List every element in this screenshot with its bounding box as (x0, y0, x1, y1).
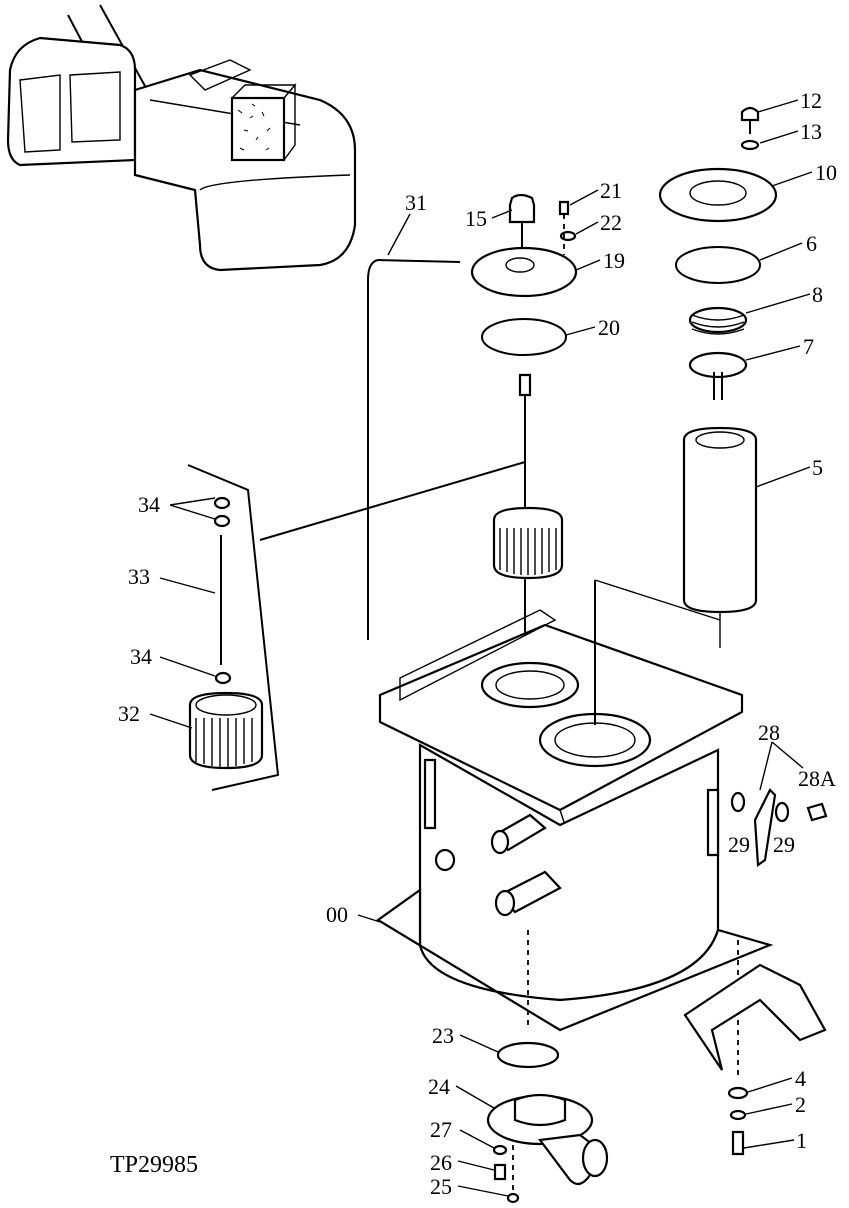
callout-20: 20 (598, 315, 620, 340)
callout-34-top: 34 (138, 492, 160, 517)
breather-and-strainer-assembly (367, 193, 578, 690)
callout-21: 21 (600, 178, 622, 203)
callout-13: 13 (800, 119, 822, 144)
callout-19: 19 (603, 248, 625, 273)
callout-labels: 12 13 10 6 8 7 5 31 21 15 22 19 20 34 33… (118, 88, 837, 1199)
callout-10: 10 (815, 160, 837, 185)
callout-5: 5 (812, 455, 823, 480)
callout-27: 27 (430, 1117, 452, 1142)
excavator-overview-illustration (6, 4, 357, 272)
outlet-flange-assembly (486, 1041, 609, 1204)
callout-28A: 28A (798, 766, 836, 791)
callout-29-right: 29 (773, 832, 795, 857)
callout-24: 24 (428, 1074, 450, 1099)
callout-28: 28 (758, 720, 780, 745)
callout-22: 22 (600, 210, 622, 235)
filter-cover-assembly (658, 106, 778, 648)
callout-8: 8 (812, 282, 823, 307)
callout-1: 1 (796, 1128, 807, 1153)
callout-32: 32 (118, 701, 140, 726)
callout-2: 2 (795, 1092, 806, 1117)
callout-6: 6 (806, 231, 817, 256)
callout-25: 25 (430, 1174, 452, 1199)
hydraulic-tank (376, 579, 774, 1080)
leader-lines (149, 99, 813, 1197)
callout-31: 31 (405, 190, 427, 215)
callout-33: 33 (128, 564, 150, 589)
callout-15: 15 (465, 206, 487, 231)
callout-34-bottom: 34 (130, 644, 152, 669)
callout-26: 26 (430, 1150, 452, 1175)
callout-23: 23 (432, 1023, 454, 1048)
callout-29-left: 29 (728, 832, 750, 857)
suction-strainer-detail (187, 461, 526, 791)
mounting-hardware (683, 788, 828, 1156)
callout-00: 00 (326, 902, 348, 927)
callout-4: 4 (795, 1066, 806, 1091)
figure-code: TP29985 (110, 1152, 198, 1178)
callout-7: 7 (803, 334, 814, 359)
callout-12: 12 (800, 88, 822, 113)
